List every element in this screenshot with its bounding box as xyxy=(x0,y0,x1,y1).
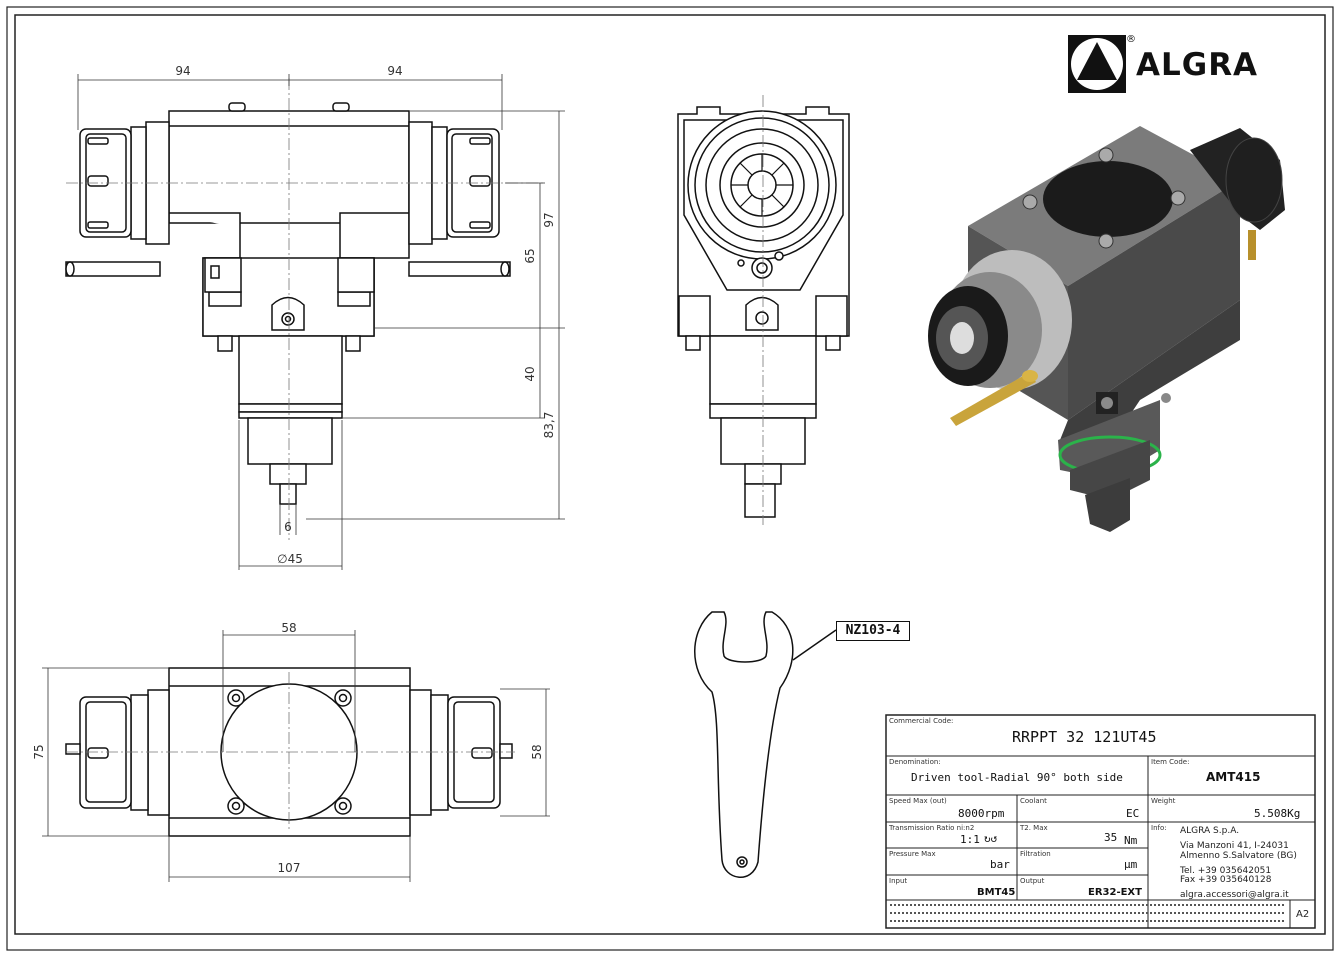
title-block-fine-print xyxy=(890,904,1285,922)
dim-front-height-83-7: 83,7 xyxy=(542,412,556,439)
torque-label: T2. Max xyxy=(1020,824,1048,832)
wrench-drawing xyxy=(694,611,794,878)
side-view xyxy=(677,106,850,518)
speed-label: Speed Max (out) xyxy=(889,797,947,805)
rotation-direction-icon: ↻↺ xyxy=(984,832,998,845)
weight-label: Weight xyxy=(1151,797,1176,805)
ratio-value: 1:1 xyxy=(960,833,980,846)
isometric-render xyxy=(928,126,1285,532)
item-code: AMT415 xyxy=(1206,770,1261,784)
company-address-line1: Via Manzoni 41, I-24031 xyxy=(1180,841,1289,851)
dim-bottom-height-58: 58 xyxy=(530,744,544,759)
company-name: ALGRA S.p.A. xyxy=(1180,826,1240,836)
ratio-label: Transmission Ratio ni:n2 xyxy=(889,824,975,832)
algra-logo xyxy=(1068,35,1126,93)
dim-front-height-40: 40 xyxy=(523,366,537,381)
torque-unit: Nm xyxy=(1124,834,1138,847)
dim-front-diameter: ∅45 xyxy=(277,552,303,566)
sheet-size: A2 xyxy=(1296,909,1310,920)
brand-name: ALGRA xyxy=(1136,47,1259,83)
info-label: Info: xyxy=(1151,824,1167,832)
input-label: Input xyxy=(889,877,908,885)
company-email[interactable]: algra.accessori@algra.it xyxy=(1180,890,1289,900)
filtration-label: Filtration xyxy=(1020,850,1051,858)
torque-value: 35 xyxy=(1104,831,1118,844)
coolant-label: Coolant xyxy=(1020,797,1047,805)
dim-front-right-half: 94 xyxy=(387,64,402,78)
bottom-view-dimension-labels: 58 75 58 107 xyxy=(32,621,544,875)
registered-mark: ® xyxy=(1126,34,1136,45)
filtration-unit: µm xyxy=(1124,858,1138,871)
title-block-grid xyxy=(885,714,1316,929)
dim-bottom-width: 107 xyxy=(278,861,301,875)
wrench-callout: NZ103-4 xyxy=(836,621,910,641)
pressure-unit: bar xyxy=(990,858,1010,871)
denomination-label: Denomination: xyxy=(889,758,941,766)
output-label: Output xyxy=(1020,877,1045,885)
item-code-label: Item Code: xyxy=(1151,758,1190,766)
company-fax: Fax +39 035640128 xyxy=(1180,875,1272,885)
commercial-code-label: Commercial Code: xyxy=(889,717,954,725)
front-view-dimension-labels: 94 94 97 65 40 83,7 6 ∅45 xyxy=(175,64,556,566)
commercial-code: RRPPT 32 121UT45 xyxy=(1012,728,1157,746)
dim-front-height-97: 97 xyxy=(542,212,556,227)
speed-value: 8000rpm xyxy=(958,807,1005,820)
denomination: Driven tool-Radial 90° both side xyxy=(911,771,1123,784)
dim-front-left-half: 94 xyxy=(175,64,190,78)
company-address-line2: Almenno S.Salvatore (BG) xyxy=(1180,851,1297,861)
dim-bottom-top-width: 58 xyxy=(281,621,296,635)
dim-front-height-65: 65 xyxy=(523,248,537,263)
input-value: BMT45 xyxy=(977,887,1016,898)
coolant-value: EC xyxy=(1126,807,1140,820)
weight-value: 5.508Kg xyxy=(1254,807,1301,820)
front-view xyxy=(65,102,511,505)
pressure-label: Pressure Max xyxy=(889,850,936,858)
dim-front-shaft: 6 xyxy=(284,520,292,534)
dim-bottom-height-75: 75 xyxy=(32,744,46,759)
output-value: ER32-EXT xyxy=(1088,887,1142,898)
company-phone: Tel. +39 035642051 xyxy=(1180,866,1272,876)
